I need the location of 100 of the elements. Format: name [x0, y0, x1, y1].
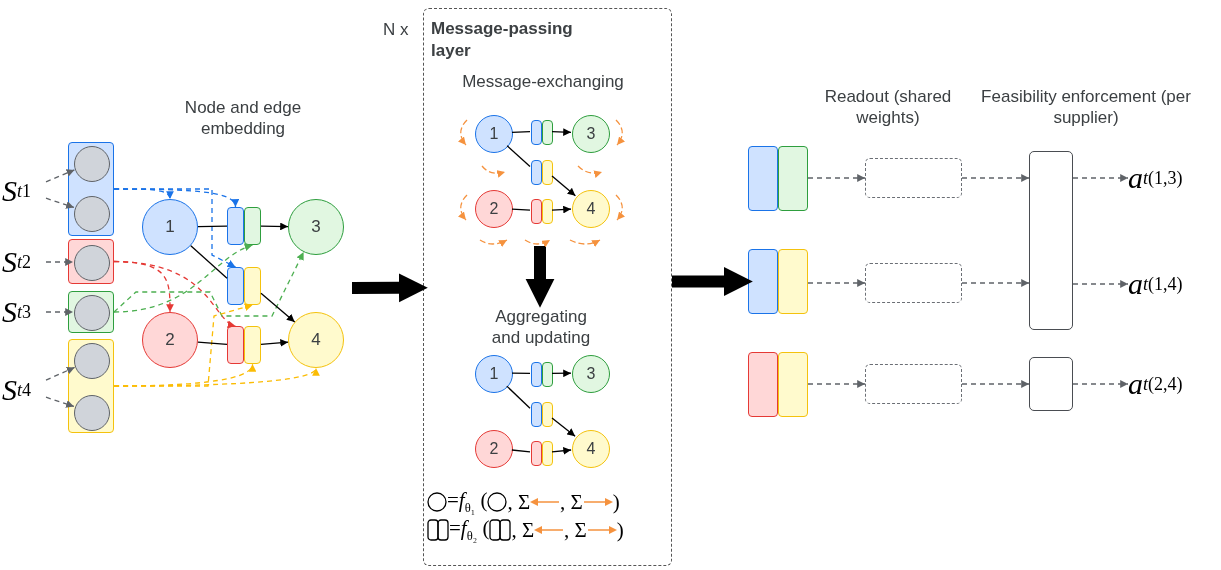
edge-embedding-bar — [531, 402, 542, 427]
edge-embedding-bar — [542, 160, 553, 185]
dashed-arrow — [961, 380, 1030, 388]
state-embedding-box — [68, 339, 114, 433]
connector-line — [511, 449, 531, 453]
feature-circle — [74, 295, 110, 331]
arrow — [260, 222, 289, 231]
formula-text: =f$_{θ₁}$ ( — [447, 488, 488, 517]
graph-node-circle: 1 — [475, 115, 513, 153]
feature-circle — [74, 343, 110, 379]
dashed-arrow — [961, 279, 1030, 287]
edge-embedding-bar — [244, 267, 261, 305]
graph-node-circle: 2 — [475, 190, 513, 228]
dashed-arrow — [1072, 174, 1129, 182]
graph-node-circle: 4 — [288, 312, 344, 368]
feature-circle — [74, 196, 110, 232]
formula-text: , Σ — [560, 489, 583, 515]
formula-text: , Σ — [564, 517, 587, 543]
edge-embedding-bar — [531, 199, 542, 224]
formula-text: , Σ — [511, 517, 535, 543]
dashed-arrow — [1072, 380, 1129, 388]
section-heading: Feasibility enforcement (per supplier) — [980, 86, 1192, 128]
dashed-arrow — [45, 366, 76, 381]
connector-line — [197, 341, 228, 346]
edge-embedding-bar — [542, 402, 553, 427]
dashed-arrow — [45, 197, 75, 209]
edge-embedding-bar — [778, 249, 808, 314]
arrow — [551, 369, 572, 378]
connector-line — [506, 385, 531, 409]
edge-embedding-bar — [542, 441, 553, 466]
edge-embedding-bar — [748, 352, 778, 417]
dashed-arrow — [45, 258, 74, 266]
graph-node-circle: 4 — [572, 190, 610, 228]
edge-embedding-bar — [227, 326, 244, 364]
step-heading: Message-exchanging — [448, 69, 638, 93]
feasibility-box — [1029, 151, 1073, 330]
dashed-arrow — [961, 174, 1030, 182]
arrow — [551, 417, 576, 437]
arrow — [551, 446, 572, 455]
block-arrow — [351, 273, 428, 303]
graph-node-circle: 1 — [142, 199, 198, 255]
dashed-arrow — [113, 367, 317, 387]
section-heading: Readout (shared weights) — [823, 86, 953, 128]
edge-embedding-bar — [244, 207, 261, 245]
state-embedding-box — [68, 142, 114, 236]
dashed-arrow — [1072, 280, 1129, 288]
layer-title: Message-passing layer — [431, 18, 574, 62]
edge-embedding-bar — [542, 199, 553, 224]
graph-node-circle: 2 — [475, 430, 513, 468]
dashed-arrow — [113, 260, 237, 327]
connector-line — [506, 145, 531, 168]
edge-embedding-bar — [542, 362, 553, 387]
graph-node-circle: 3 — [572, 115, 610, 153]
connector-line — [197, 225, 228, 228]
block-arrow — [525, 246, 555, 308]
dashed-arrow — [807, 279, 866, 287]
feature-circle — [74, 245, 110, 281]
layer-panel — [423, 8, 672, 566]
graph-node-circle: 3 — [288, 199, 344, 255]
repeat-count-label: N x — [383, 20, 409, 40]
arrow — [260, 338, 289, 347]
graph-node-circle: 3 — [572, 355, 610, 393]
edge-embedding-bar — [244, 326, 261, 364]
edge-embedding-bar — [748, 146, 778, 211]
formula-text: ) — [616, 517, 624, 543]
graph-node-circle: 4 — [572, 430, 610, 468]
dashed-arrow — [807, 380, 866, 388]
edge-embedding-bar — [778, 352, 808, 417]
connector-line — [511, 208, 531, 211]
edge-embedding-bar — [778, 146, 808, 211]
dashed-arrow — [45, 396, 75, 408]
edge-embedding-bar — [542, 120, 553, 145]
block-arrow — [672, 267, 753, 296]
edge-embedding-bar — [531, 441, 542, 466]
dashed-arrow — [45, 169, 76, 183]
readout-box — [865, 158, 962, 198]
formula-text: =f$_{θ₂}$ ( — [449, 516, 490, 545]
dashed-arrow — [113, 188, 237, 268]
dashed-arrow — [45, 308, 74, 316]
arrow — [551, 205, 572, 214]
edge-embedding-bar — [531, 120, 542, 145]
formula-text: , Σ — [507, 489, 531, 515]
state-embedding-box — [68, 291, 114, 333]
dashed-arrow — [113, 244, 254, 313]
connector-line — [190, 245, 228, 279]
connector-line — [511, 372, 531, 375]
dashed-arrow — [113, 251, 305, 317]
graph-node-circle: 1 — [475, 355, 513, 393]
feature-circle — [74, 146, 110, 182]
graph-node-circle: 2 — [142, 312, 198, 368]
connector-line — [511, 131, 531, 133]
edge-embedding-bar — [227, 267, 244, 305]
arrow — [551, 128, 572, 136]
step-heading: Aggregating and updating — [481, 304, 601, 350]
feasibility-box — [1029, 357, 1073, 411]
formula-text: ) — [612, 489, 620, 515]
edge-embedding-bar — [531, 160, 542, 185]
edge-embedding-bar — [748, 249, 778, 314]
arrow — [260, 292, 296, 323]
section-heading: Node and edge embedding — [183, 97, 303, 139]
